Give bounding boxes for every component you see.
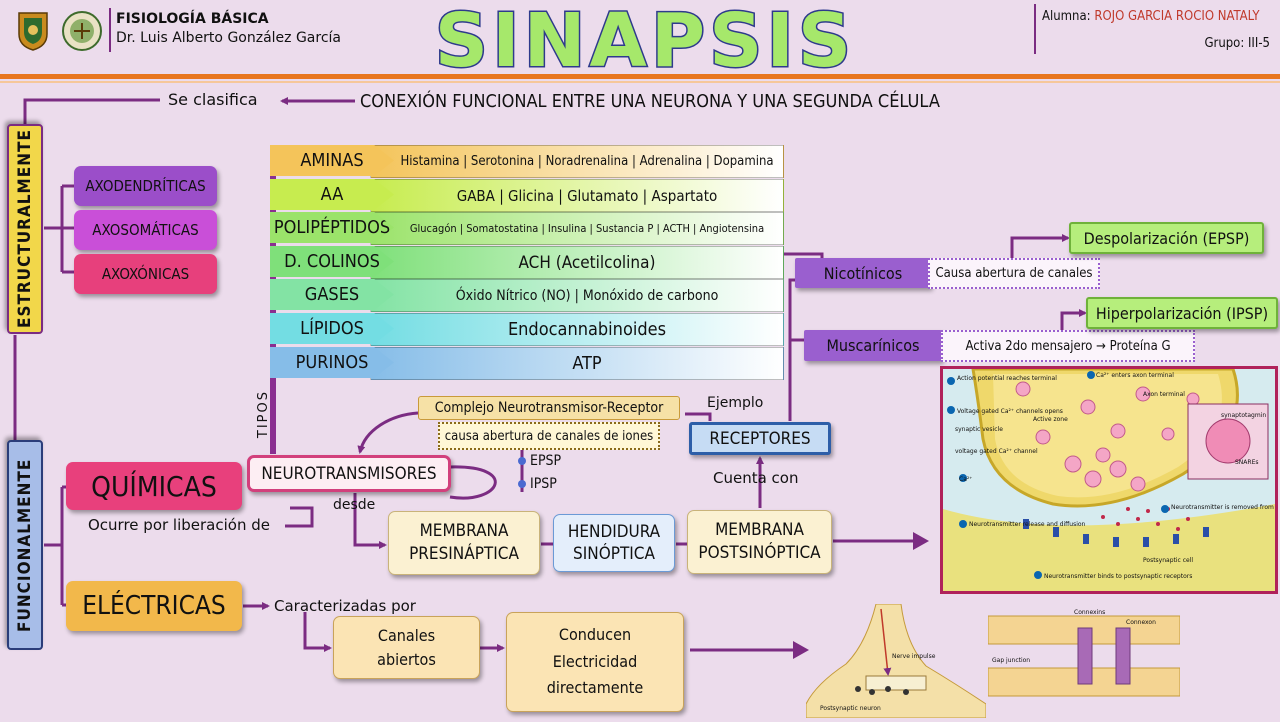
epsp-bullet-icon: [518, 457, 526, 465]
gap-junction-detail-figure: Connexins Connexon Gap junction: [987, 606, 1181, 702]
nicotinic-description: Causa abertura de canales: [928, 258, 1100, 289]
synapse-figure-label: Ca²⁺: [959, 476, 972, 483]
chem-link: [285, 506, 314, 528]
nt-category-0: AMINAS: [270, 145, 394, 176]
student-divider: [1034, 4, 1036, 54]
synapse-figure-label: Axon terminal: [1143, 391, 1185, 398]
nt-category-4: GASES: [270, 279, 394, 310]
ipsp-bullet-icon: [518, 480, 526, 488]
nt-loop: [449, 465, 497, 500]
nt-examples-1: GABA | Glicina | Glutamato | Aspartato: [370, 179, 784, 212]
open-channels-box: Canales abiertos: [333, 616, 480, 679]
has-label: Cuenta con: [713, 469, 799, 487]
electrical-link-label: Caracterizadas por: [274, 597, 416, 615]
synapse-figure-label: Neurotransmitter release and diffusion: [969, 521, 1086, 528]
chemical-link-label: Ocurre por liberación de: [88, 516, 270, 534]
nt-examples-2: Glucagón | Somatostatina | Insulina | Su…: [370, 212, 784, 245]
nicotinic-box: Nicotínicos: [795, 258, 931, 288]
structural-bracket: [44, 184, 74, 274]
gap-figure-label: Postsynaptic neuron: [820, 705, 881, 712]
neurotransmitters-box: NEUROTRANSMISORES: [247, 455, 451, 492]
presynaptic-membrane-box: MEMBRANA PRESINÁPTICA: [388, 511, 540, 575]
nt-examples-4: Óxido Nítrico (NO) | Monóxido de carbono: [370, 279, 784, 312]
nt-category-3: D. COLINOS: [270, 246, 394, 277]
elec-to-channels: [303, 612, 332, 652]
synapse-figure-label: Action potential reaches terminal: [957, 375, 1057, 382]
functional-bracket: [44, 485, 68, 607]
complex-title: Complejo Neurotransmisor-Receptor: [418, 396, 680, 420]
synapse-figure-label: voltage gated Ca²⁺ channel: [955, 448, 1038, 455]
complex-description: causa abertura de canales de iones: [438, 422, 660, 450]
electrical-synapse-box: ELÉCTRICAS: [66, 581, 242, 631]
example-label: Ejemplo: [707, 395, 764, 411]
synapse-figure-label: SNAREs: [1235, 459, 1259, 466]
desde-label: desde: [333, 497, 376, 513]
muscarinic-description: Activa 2do mensajero → Proteína G: [941, 330, 1195, 362]
nt-examples-3: ACH (Acetilcolina): [370, 246, 784, 279]
tipos-label: TIPOS: [256, 390, 271, 439]
nic-to-epsp: [1010, 234, 1070, 258]
structural-label: ESTRUCTURALMENTE: [7, 124, 43, 334]
gap-figure-label: Gap junction: [992, 657, 1030, 664]
synapse-figure-label: synaptic vesicle: [955, 426, 1003, 433]
nt-examples-5: Endocannabinoides: [370, 313, 784, 346]
synaptic-cleft-box: HENDIDURA SINÓPTICA: [553, 514, 675, 572]
chemical-synapse-figure: Action potential reaches terminal Ca²⁺ e…: [940, 366, 1278, 594]
complex-to-nt: [357, 411, 419, 454]
page-title-text: SINAPSIS: [435, 0, 855, 78]
header-divider: [109, 8, 111, 52]
student-line: Alumna: ROJO GARCIA ROCIO NATALY: [1042, 9, 1260, 24]
nt-category-2: POLIPÉPTIDOS: [270, 212, 394, 243]
receptors-to-types: [788, 278, 804, 421]
muscarinic-box: Muscarínicos: [804, 330, 942, 361]
structural-type-axodendritic: AXODENDRÍTICAS: [74, 166, 217, 206]
nt-category-6: PURINOS: [270, 347, 394, 378]
header-orange-line-thin: [0, 81, 1280, 83]
se-clasifica-label: Se clasifica: [168, 90, 258, 109]
student-label: Alumna:: [1042, 9, 1091, 24]
nt-examples-0: Histamina | Serotonina | Noradrenalina |…: [370, 145, 784, 178]
teacher-name: Dr. Luis Alberto González García: [116, 30, 341, 46]
student-name: ROJO GARCIA ROCIO NATALY: [1094, 9, 1260, 24]
definition-text: CONEXIÓN FUNCIONAL ENTRE UNA NEURONA Y U…: [360, 91, 940, 112]
nt-examples-6: ATP: [370, 347, 784, 380]
chemical-synapse-box: QUÍMICAS: [66, 462, 242, 510]
functional-label: FUNCIONALMENTE: [7, 440, 43, 650]
page-title: SINAPSIS: [360, 0, 930, 86]
electrical-synapse-figure: Nerve impulse Postsynaptic neuron: [805, 603, 987, 719]
def-to-structural: [23, 98, 160, 125]
musc-to-ipsp: [1060, 309, 1087, 330]
nt-category-5: LÍPIDOS: [270, 313, 394, 344]
receptors-to-complex: [685, 412, 712, 421]
ipsp-label: IPSP: [530, 476, 557, 492]
postsynaptic-membrane-box: MEMBRANA POSTSINÓPTICA: [687, 510, 832, 574]
structural-type-axoaxonic: AXOXÓNICAS: [74, 254, 217, 294]
course-name: FISIOLOGÍA BÁSICA: [116, 11, 269, 27]
hyperpolarization-box: Hiperpolarización (IPSP): [1086, 297, 1278, 329]
university-seal-icon: [15, 10, 51, 52]
depolarization-box: Despolarización (EPSP): [1069, 222, 1264, 254]
nt-category-1: AA: [270, 179, 394, 210]
structural-type-axosomatic: AXOSOMÁTICAS: [74, 210, 217, 250]
gap-figure-label: Connexon: [1126, 619, 1156, 626]
synapse-figure-label: Postsynaptic cell: [1143, 557, 1193, 564]
nt-to-pre: [353, 493, 387, 549]
epsp-label: EPSP: [530, 453, 562, 469]
synapse-figure-label: Voltage gated Ca²⁺ channels opens: [957, 408, 1063, 415]
group-label: Grupo: III-5: [1204, 36, 1270, 51]
synapse-figure-label: Active zone: [1033, 416, 1068, 423]
synapse-figure-label: Neurotransmitter is removed from synapti…: [1171, 504, 1275, 511]
conduct-electricity-box: Conducen Electricidad directamente: [506, 612, 684, 712]
receptors-box: RECEPTORES: [689, 422, 831, 455]
synapse-figure-label: synaptotagmin: [1221, 412, 1266, 419]
faculty-seal-icon: [60, 10, 104, 52]
synapse-figure-label: Neurotransmitter binds to postsynaptic r…: [1044, 573, 1192, 580]
ach-to-nicotinic: [783, 252, 824, 258]
gap-figure-label: Nerve impulse: [892, 653, 936, 660]
synapse-figure-label: Ca²⁺ enters axon terminal: [1096, 372, 1174, 379]
header-orange-line: [0, 74, 1280, 79]
gap-figure-label: Connexins: [1074, 609, 1105, 616]
